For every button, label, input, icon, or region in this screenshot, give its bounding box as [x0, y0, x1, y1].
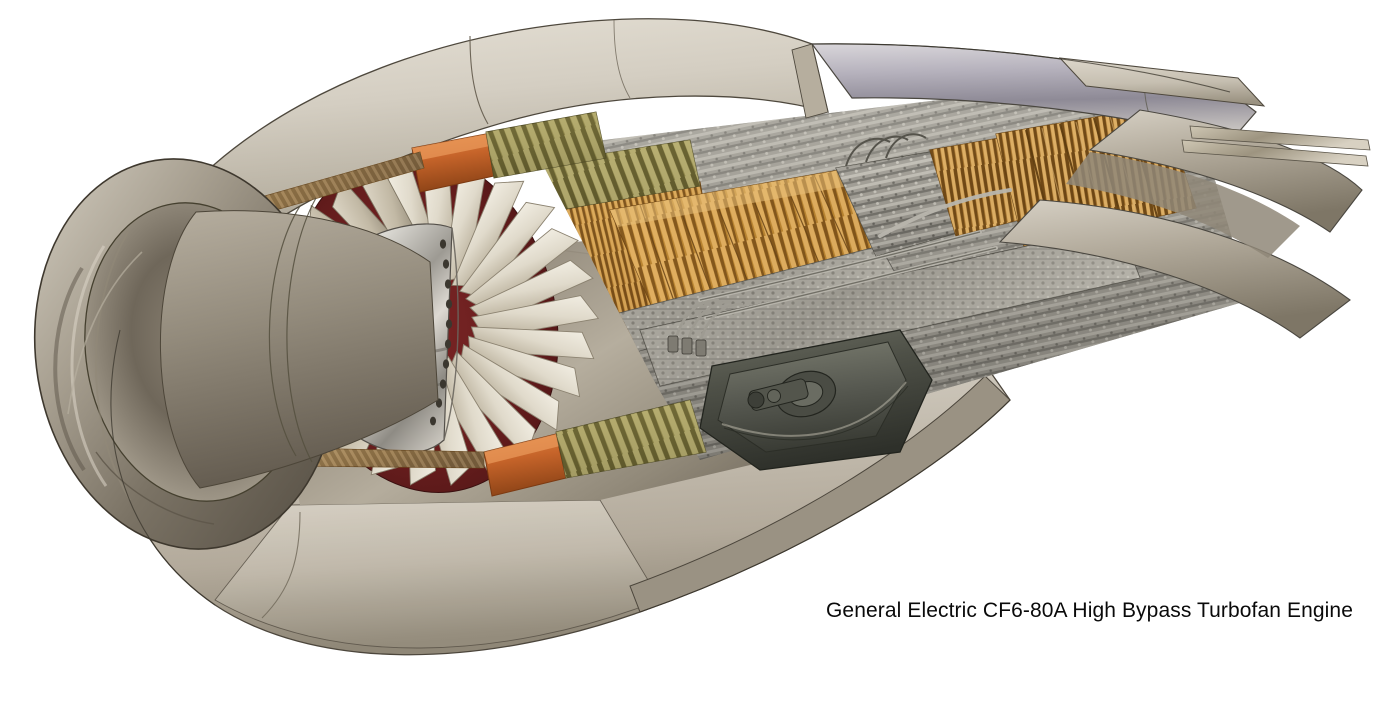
lower-acoustic-liner-block	[483, 433, 567, 497]
exhaust-inner-shadow	[1066, 152, 1300, 258]
lip-upper-seam	[67, 251, 143, 415]
cowl-panel-seam	[261, 511, 301, 619]
exhaust-nozzle-shell	[998, 199, 1351, 339]
assembly-outlines	[110, 43, 1231, 613]
engine-core-assembly	[520, 70, 1250, 460]
upper-cowl-panel-seam	[469, 35, 489, 125]
upper-cowl-cut-edge	[791, 43, 829, 119]
upper-acoustic-liner-block	[411, 133, 495, 193]
gearbox-seam-highlight	[721, 381, 907, 437]
line-fittings	[667, 335, 707, 357]
accessory-gearbox	[699, 329, 933, 471]
high-pressure-compressor	[609, 169, 881, 331]
lip-shadow-1	[53, 266, 86, 472]
pylon-fairing	[1058, 57, 1266, 107]
exhaust-plug-strip-lower	[1181, 139, 1369, 167]
main-shaft-bearing-housing	[639, 225, 1141, 387]
gearbox-starter-drive	[747, 370, 837, 418]
fan-case-ring	[268, 197, 317, 463]
fuel-nozzle-manifold	[845, 133, 927, 167]
upper-cowl-panel-seam-2	[613, 19, 631, 99]
lip-highlight-1	[70, 245, 108, 487]
lip-highlight-2	[95, 231, 131, 501]
figure-caption: General Electric CF6-80A High Bypass Tur…	[826, 599, 1353, 622]
combustor-section	[835, 133, 961, 257]
hydraulic-line-bundle	[674, 298, 744, 344]
inlet-duct-wall	[160, 210, 439, 489]
spinner-bolt-ring	[430, 239, 453, 426]
lower-cascade-strip	[289, 447, 485, 469]
lower-honeycomb-liner	[555, 399, 707, 479]
lip-lower-seam	[95, 451, 215, 525]
exhaust-plug-strip-upper	[1189, 125, 1371, 151]
inlet-nacelle-lip	[33, 158, 439, 550]
upper-honeycomb-liner	[485, 111, 607, 179]
turbine-exhaust-cowl	[810, 43, 1371, 339]
high-pressure-turbine	[929, 137, 1027, 237]
